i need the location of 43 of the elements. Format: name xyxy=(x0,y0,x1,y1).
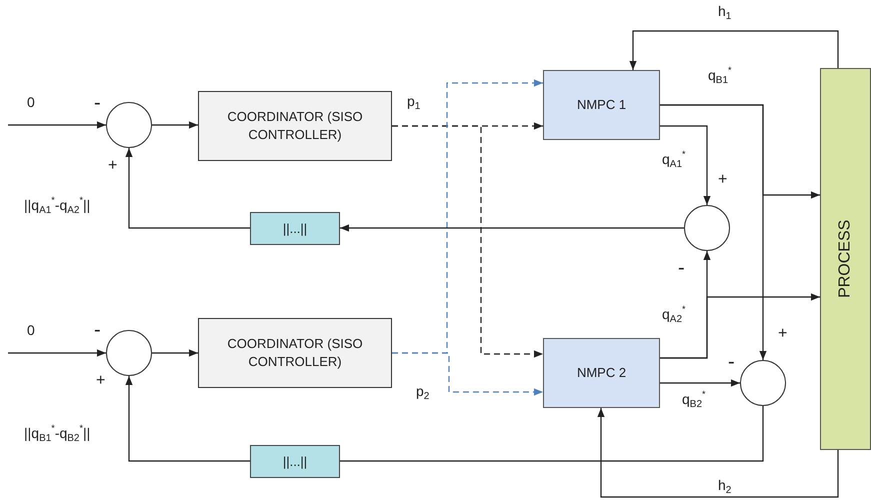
signal-label: ||q$_{A1}$$^{*}$-q$_{A2}$$^{*}$|| xyxy=(24,196,90,216)
arrow xyxy=(8,349,106,357)
arrow xyxy=(125,148,250,229)
signal-label: ||q$_{B1}$$^{*}$-q$_{B2}$$^{*}$|| xyxy=(24,424,90,444)
arrow xyxy=(660,125,711,205)
arrow xyxy=(597,408,839,498)
controller-box: COORDINATOR (SISO CONTROLLER) xyxy=(198,91,392,161)
edge-label: p$_{1}$ xyxy=(407,94,420,112)
norm-block: ||...|| xyxy=(250,212,340,245)
arrow xyxy=(660,379,740,387)
arrow xyxy=(660,293,820,359)
controller-box: COORDINATOR (SISO CONTROLLER) xyxy=(198,318,392,388)
arrow xyxy=(392,125,543,358)
edge-label: h$_{1}$ xyxy=(718,4,732,22)
summing-junction xyxy=(740,360,786,406)
block-label: PROCESS xyxy=(836,220,855,298)
sign-label: - xyxy=(94,320,101,340)
norm-block: ||...|| xyxy=(250,445,340,478)
sign-label: + xyxy=(108,158,118,174)
arrow xyxy=(152,349,198,357)
controller-box: NMPC 2 xyxy=(543,338,660,408)
process-block xyxy=(820,68,871,450)
arrow xyxy=(125,376,250,462)
sign-label: - xyxy=(728,352,735,372)
edge-label: 0 xyxy=(27,323,35,337)
summing-junction xyxy=(684,205,730,251)
arrow xyxy=(629,30,839,70)
edge-label: 0 xyxy=(27,95,35,109)
edge-label: h$_{2}$ xyxy=(718,478,732,496)
sign-label: - xyxy=(678,258,685,278)
sign-label: - xyxy=(94,93,101,113)
arrow xyxy=(152,121,198,129)
arrow xyxy=(340,224,684,232)
sign-label: + xyxy=(778,326,788,342)
summing-junction xyxy=(106,330,152,376)
controller-box: NMPC 1 xyxy=(543,70,660,140)
sign-label: + xyxy=(96,373,106,389)
arrow xyxy=(8,121,106,129)
sign-label: + xyxy=(718,172,728,188)
edge-label: p$_{2}$ xyxy=(416,384,430,402)
arrow xyxy=(392,352,543,396)
arrow xyxy=(660,104,767,360)
summing-junction xyxy=(106,102,152,148)
